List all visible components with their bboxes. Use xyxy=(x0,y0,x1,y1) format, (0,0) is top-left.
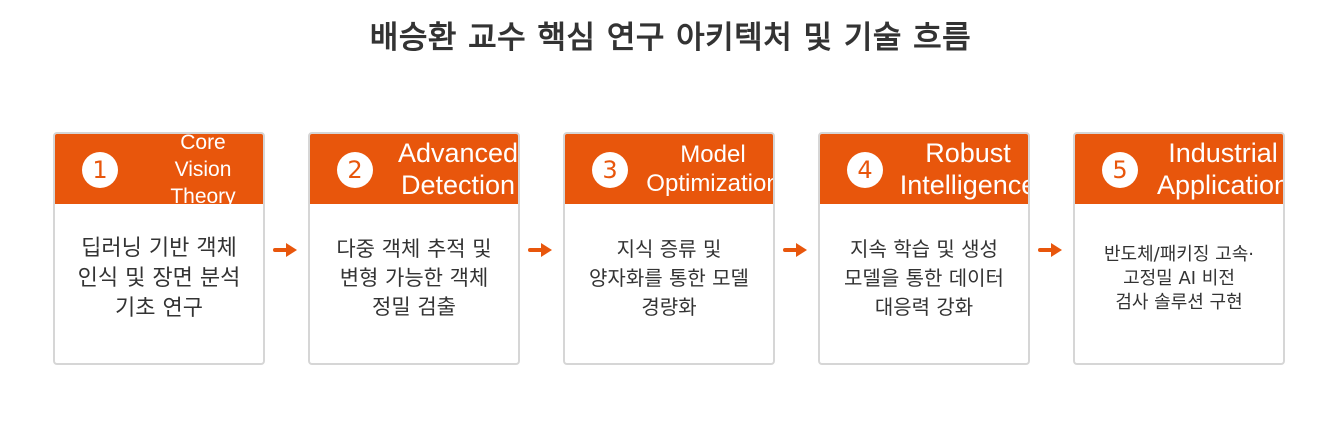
step-title-5: Industrial Application xyxy=(1156,138,1283,200)
step-number-badge-4: 4 xyxy=(847,152,883,188)
step-number-badge-3: 3 xyxy=(592,152,628,188)
step-number-badge-2: 2 xyxy=(337,152,373,188)
step-header-2: 2 Advanced Detection xyxy=(310,134,518,204)
step-description-2: 다중 객체 추적 및 변형 가능한 객체 정밀 검출 xyxy=(336,237,492,319)
step-card-5: 5 Industrial Application 반도체/패키징 고속· 고정밀… xyxy=(1073,132,1285,365)
step-header-3: 3 Model Optimization xyxy=(565,134,773,204)
step-title-1: Core Vision Theory xyxy=(170,134,236,204)
step-header-4: 4 Robust Intelligence xyxy=(820,134,1028,204)
step-description-5: 반도체/패키징 고속· 고정밀 AI 비전 검사 솔루션 구현 xyxy=(1104,243,1254,313)
step-title-4: Robust Intelligence xyxy=(899,138,1028,200)
step-card-4: 4 Robust Intelligence 지속 학습 및 생성 모델을 통한 … xyxy=(818,132,1030,365)
step-card-2: 2 Advanced Detection 다중 객체 추적 및 변형 가능한 객… xyxy=(308,132,520,365)
step-description-4: 지속 학습 및 생성 모델을 통한 데이터 대응력 강화 xyxy=(844,237,1004,319)
step-header-5: 5 Industrial Application xyxy=(1075,134,1283,204)
step-number-badge-5: 5 xyxy=(1102,152,1138,188)
step-title-3: Model Optimization xyxy=(646,141,773,197)
arrow-right-icon-2 xyxy=(528,243,552,257)
step-card-1: 1 Core Vision Theory 딥러닝 기반 객체 인식 및 장면 분… xyxy=(53,132,265,365)
step-header-1: 1 Core Vision Theory xyxy=(55,134,263,204)
step-title-2: Advanced Detection xyxy=(397,138,518,200)
step-description-1: 딥러닝 기반 객체 인식 및 장면 분석 기초 연구 xyxy=(77,235,241,321)
arrow-right-icon-1 xyxy=(273,243,297,257)
arrow-right-icon-3 xyxy=(783,243,807,257)
step-card-3: 3 Model Optimization 지식 증류 및 양자화를 통한 모델 … xyxy=(563,132,775,365)
step-number-badge-1: 1 xyxy=(82,152,118,188)
diagram-title: 배승환 교수 핵심 연구 아키텍처 및 기술 흐름 xyxy=(369,20,972,56)
arrow-right-icon-4 xyxy=(1038,243,1062,257)
step-description-3: 지식 증류 및 양자화를 통한 모델 경량화 xyxy=(589,237,749,319)
